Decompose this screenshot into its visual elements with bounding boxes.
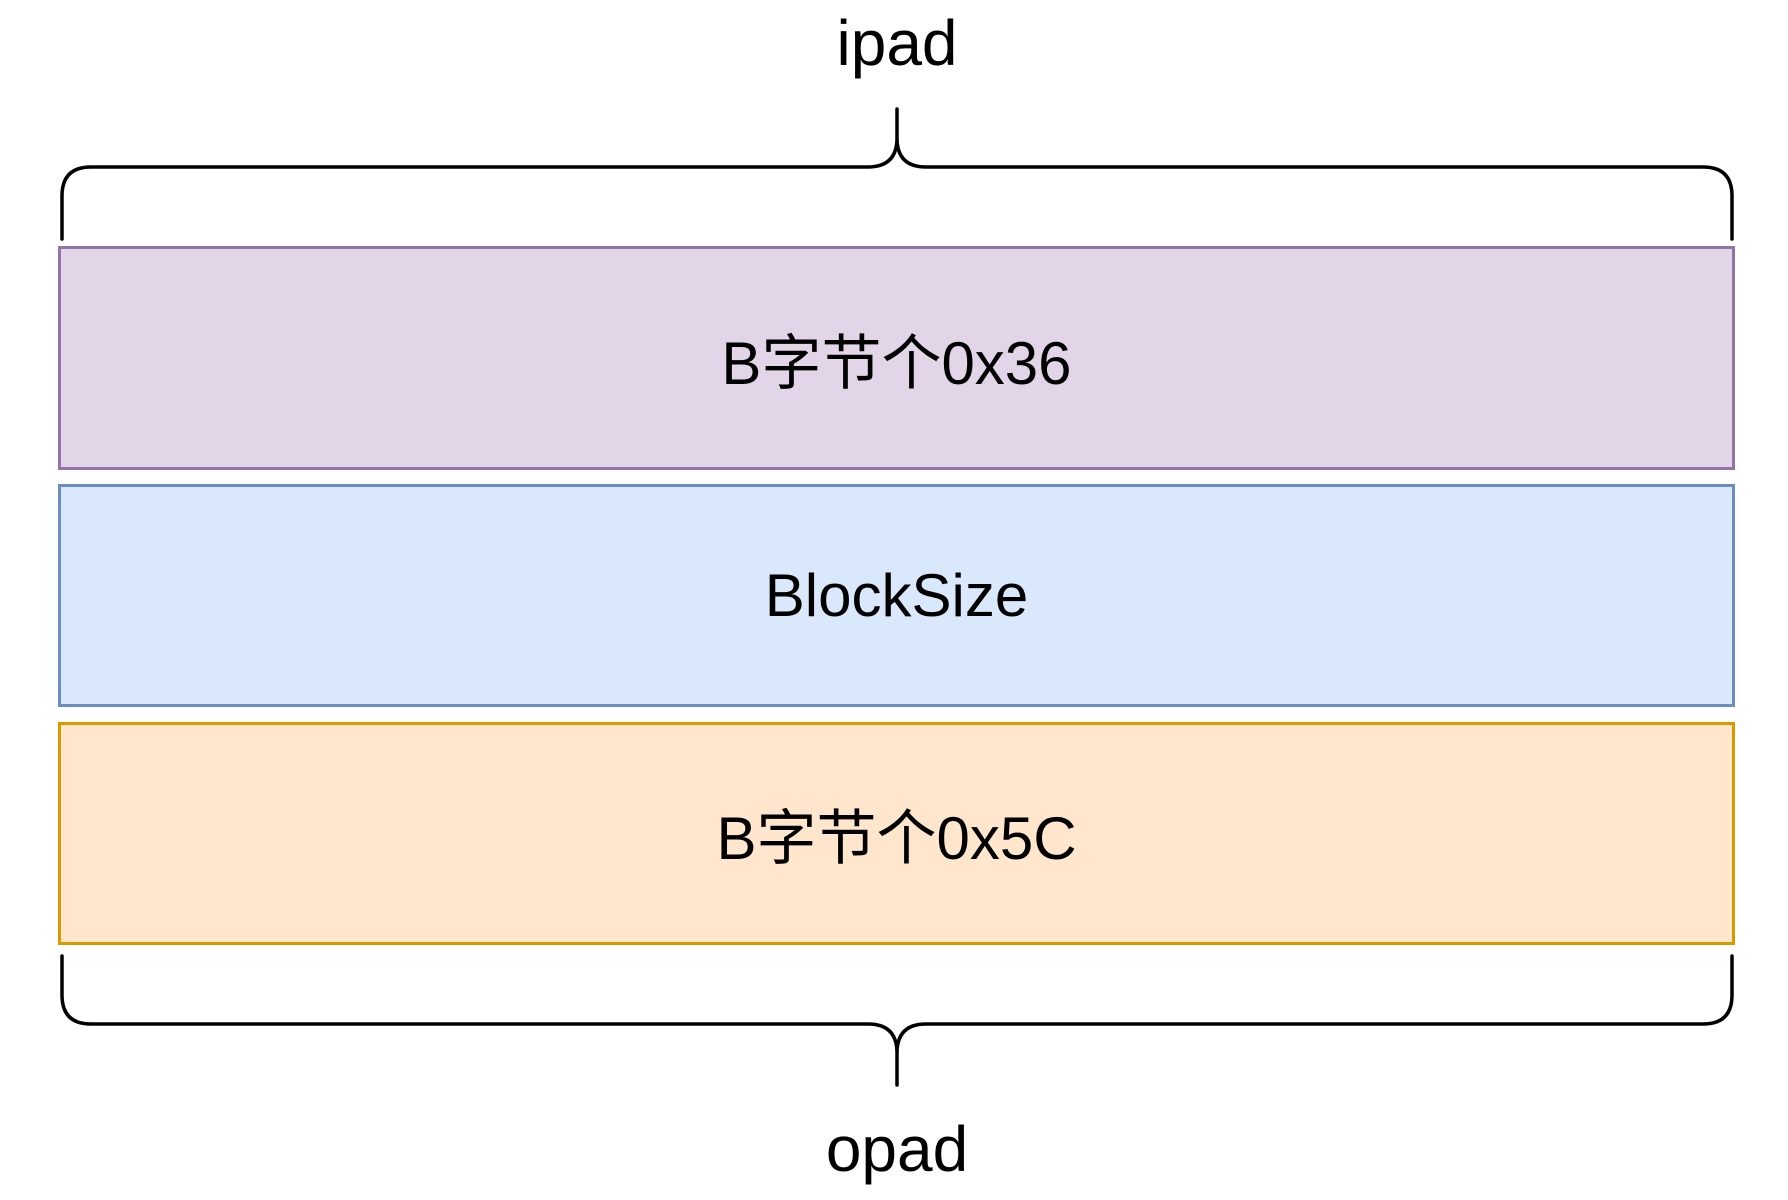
b-bytes-0x36-block: B字节个0x36 (58, 246, 1735, 470)
opad-label: opad (825, 1113, 969, 1185)
b-bytes-0x36-label: B字节个0x36 (721, 329, 1072, 397)
blocksize-label: BlockSize (764, 562, 1029, 629)
bottom-curly-brace-icon (60, 954, 1734, 1087)
top-curly-brace-icon (60, 107, 1734, 241)
ipad-label: ipad (836, 7, 958, 79)
blocksize-block: BlockSize (58, 484, 1735, 707)
b-bytes-0x5c-label: B字节个0x5C (716, 805, 1077, 872)
b-bytes-0x5c-block: B字节个0x5C (58, 722, 1735, 945)
